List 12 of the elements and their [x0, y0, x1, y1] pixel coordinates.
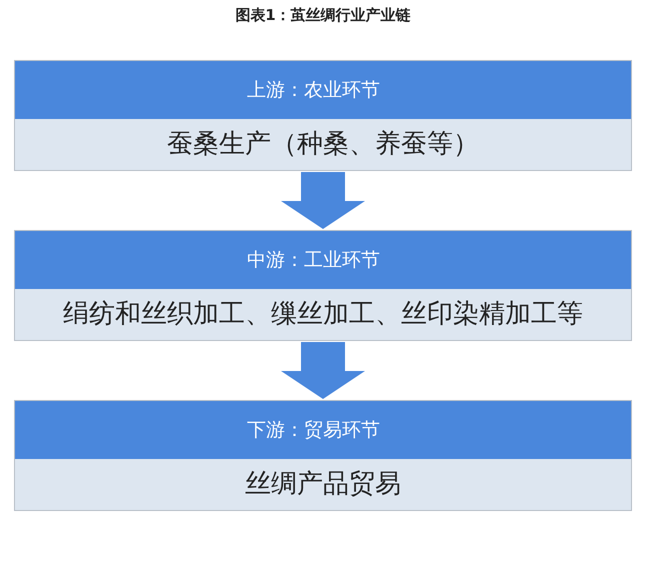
down-arrow: [281, 172, 365, 229]
stage-box: [14, 400, 632, 511]
stage-description: 绢纺和丝织加工、缫丝加工、丝印染精加工等: [63, 299, 583, 329]
chart-title: 图表1：茧丝绸行业产业链: [234, 6, 412, 25]
stage-header: 上游：农业环节: [15, 61, 631, 119]
stage-header: 下游：贸易环节: [15, 401, 631, 459]
stage-description: 蚕桑生产（种桑、养蚕等）: [167, 129, 479, 159]
stage-header: 中游：工业环节: [15, 231, 631, 289]
stage-box: [14, 230, 632, 341]
stage-description: 丝绸产品贸易: [245, 469, 401, 499]
stage-box: [14, 60, 632, 171]
down-arrow: [281, 342, 365, 399]
